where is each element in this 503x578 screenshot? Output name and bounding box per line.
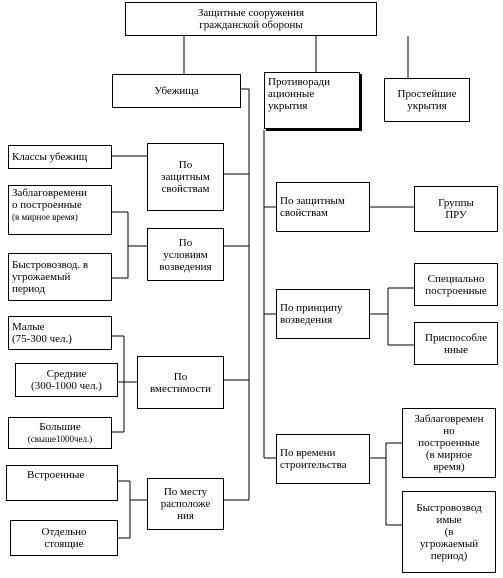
simplest-shelters-box: Простейшие укрытия [384,78,470,122]
shelters-box: Убежища [112,74,241,108]
criterion-location-box: По месту расположе ния [147,478,224,530]
pru-prebuilt-box: Заблаговремен но построенные (в мирное в… [402,408,496,478]
connector-location-fork [118,480,147,539]
criterion-protective-box: По защитным свойствам [147,143,224,211]
pru-groups-box: Группы ПРУ [414,186,498,232]
prebuilt-shelters-note: (в мирное время) [12,212,78,222]
connector-shelters-spine [241,88,250,500]
prebuilt-shelters-box: Заблаговремени о построенные (в мирное в… [8,185,112,235]
connector-construction-fork [112,211,147,279]
large-shelters-note: (свыше1000чел.) [27,434,93,444]
pru-protective-box: По защитным свойствам [276,182,370,232]
criterion-construction-box: По условиям возведения [147,228,224,281]
connector-time-fork [370,442,402,526]
pru-rapid-box: Быстровозвод имые (в угрожаемый период) [402,491,496,573]
large-shelters-label: Большие [39,421,81,433]
connector-capacity-fork [112,335,137,433]
criterion-capacity-box: По вместимости [137,356,224,409]
shelter-classes-box: Классы убежищ [8,145,112,169]
large-shelters-box: Большие (свыше1000чел.) [8,417,112,449]
small-shelters-box: Малые (75-300 чел.) [8,316,112,350]
medium-shelters-box: Средние (300-1000 чел.) [15,363,118,397]
rapid-shelters-box: Быстровозвод. в угрожаемый период [8,253,112,301]
anti-radiation-shelters-box: Противоради ационные укрытия [264,72,360,129]
title-box: Защитные сооружения гражданской обороны [125,2,377,36]
connector-principle-fork [370,287,414,346]
prebuilt-shelters-label: Заблаговремени о построенные [12,187,88,211]
standalone-shelters-box: Отдельно стоящие [10,520,118,556]
pru-special-box: Специально построенные [414,263,498,306]
pru-adapted-box: Приспособле нные [414,322,498,365]
pru-time-box: По времени строительства [276,434,370,484]
pru-principle-box: По принципу возведения [276,289,370,339]
builtin-shelters-box: Встроенные [6,465,118,501]
